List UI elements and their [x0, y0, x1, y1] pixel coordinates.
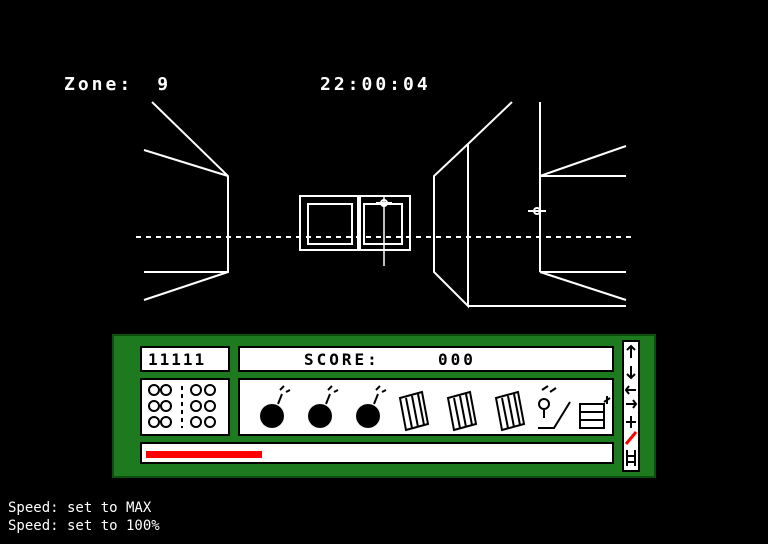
zone-label: Zone: [64, 74, 134, 95]
bomb-icon[interactable] [298, 384, 342, 434]
bomb-icon[interactable] [346, 384, 390, 434]
box-icon[interactable] [574, 384, 618, 434]
zone-indicator: Zone: 9 [64, 74, 171, 95]
center-block-right [359, 195, 411, 251]
score-label: SCORE: [304, 350, 380, 369]
target-marker [376, 199, 546, 215]
energy-fill [146, 451, 262, 458]
arrow-down-icon [626, 366, 636, 380]
bomb-icon[interactable] [250, 384, 294, 434]
game-clock: 22:00:04 [320, 74, 431, 95]
energy-bar [140, 442, 614, 464]
selected-marker-icon [624, 431, 638, 445]
arrow-up-icon [626, 344, 636, 358]
keys-icon [148, 384, 216, 428]
keys-panel [140, 378, 230, 436]
center-block-left [299, 195, 359, 251]
turn-right-icon [626, 399, 638, 409]
game-viewport [136, 101, 636, 309]
left-wall [143, 101, 229, 301]
score-display: SCORE: 000 [238, 346, 614, 372]
status-message: Speed: set to 100% [8, 518, 160, 534]
canister-icon[interactable] [440, 384, 484, 434]
ladder-icon [626, 450, 636, 466]
canister-icon[interactable] [392, 384, 436, 434]
step-icon [626, 416, 636, 428]
right-wall [433, 101, 627, 309]
canister-icon[interactable] [488, 384, 532, 434]
status-message: Speed: set to MAX [8, 500, 152, 516]
lives-counter: 11111 [140, 346, 230, 372]
zone-value: 9 [157, 74, 172, 95]
control-panel: 11111 SCORE: 000 [112, 334, 656, 478]
turn-left-icon [624, 385, 636, 395]
vacuum-icon[interactable] [534, 384, 578, 434]
score-value: 000 [438, 350, 476, 369]
inventory-panel [238, 378, 614, 436]
lives-value: 11111 [148, 350, 207, 369]
movement-controls [622, 340, 640, 472]
